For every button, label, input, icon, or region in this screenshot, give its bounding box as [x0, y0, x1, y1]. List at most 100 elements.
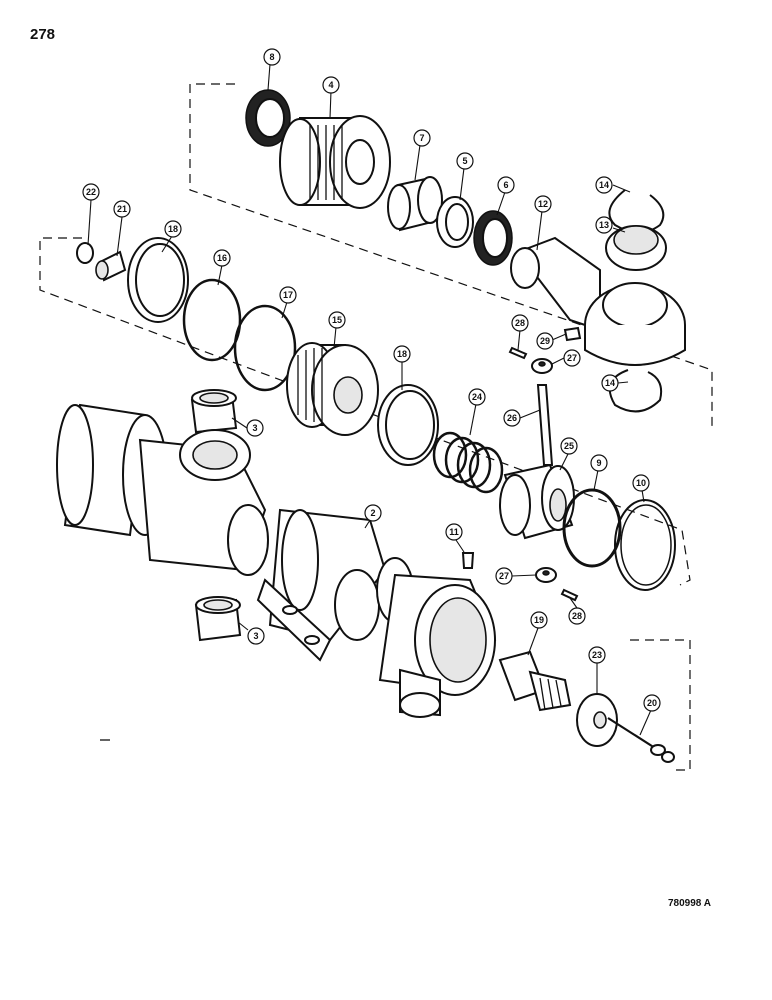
callout-28-lower: 28 [568, 607, 586, 625]
svg-text:24: 24 [472, 392, 482, 402]
wiper-part-6 [473, 210, 513, 266]
bushing-part-3-bottom [194, 596, 242, 642]
pin-part-28-top [508, 346, 528, 360]
screw-part-29 [563, 326, 582, 342]
callout-11: 11 [445, 523, 463, 541]
callout-16: 16 [213, 249, 231, 267]
piston-part-15 [286, 342, 379, 436]
svg-text:4: 4 [328, 80, 333, 90]
callout-26: 26 [503, 409, 521, 427]
callout-28-top: 28 [511, 314, 529, 332]
o-ring-part-22 [76, 242, 94, 264]
spring-part-24 [432, 431, 504, 494]
svg-text:14: 14 [599, 180, 609, 190]
callout-22: 22 [82, 183, 100, 201]
lower-group-boundary [630, 639, 691, 771]
svg-text:14: 14 [605, 378, 615, 388]
callout-20: 20 [643, 694, 661, 712]
ring-part-18-left [127, 237, 189, 323]
svg-text:8: 8 [269, 52, 274, 62]
svg-text:12: 12 [538, 199, 548, 209]
washer-part-23 [576, 693, 618, 747]
fitting-part-21 [95, 250, 127, 282]
collar-part-25 [499, 463, 575, 540]
svg-text:23: 23 [592, 650, 602, 660]
bushing-part-7 [387, 176, 443, 232]
callout-8: 8 [263, 48, 281, 66]
svg-text:21: 21 [117, 204, 127, 214]
callout-3-bottom: 3 [247, 627, 265, 645]
svg-text:10: 10 [636, 478, 646, 488]
svg-text:3: 3 [252, 423, 257, 433]
ring-part-9 [562, 488, 622, 568]
svg-text:27: 27 [567, 353, 577, 363]
cylinder-barrel-part-2 [56, 403, 497, 718]
bearing-part-13 [605, 225, 667, 271]
callout-9: 9 [590, 454, 608, 472]
rod-end-part-12 [510, 236, 686, 366]
leader-lines [87, 63, 652, 736]
callout-27-top: 27 [563, 349, 581, 367]
ring-part-10 [614, 499, 676, 591]
svg-text:18: 18 [397, 349, 407, 359]
svg-text:9: 9 [596, 458, 601, 468]
upper-group-boundary [189, 83, 713, 430]
svg-text:11: 11 [449, 527, 459, 537]
callout-21: 21 [113, 200, 131, 218]
svg-text:16: 16 [217, 253, 227, 263]
rod-part-20 [607, 717, 675, 763]
svg-text:18: 18 [168, 224, 178, 234]
ring-part-18-right [377, 384, 439, 466]
callout-19: 19 [530, 611, 548, 629]
svg-text:15: 15 [332, 315, 342, 325]
callout-4: 4 [322, 76, 340, 94]
svg-text:25: 25 [564, 441, 574, 451]
svg-text:26: 26 [507, 413, 517, 423]
callout-29: 29 [536, 332, 554, 350]
svg-text:28: 28 [572, 611, 582, 621]
bushing-part-3-top [190, 389, 238, 434]
svg-text:5: 5 [462, 156, 467, 166]
callout-17: 17 [279, 286, 297, 304]
screw-part-11 [461, 552, 475, 569]
callout-14-lower: 14 [601, 374, 619, 392]
snap-ring-part-14-lower [608, 369, 663, 413]
callout-10: 10 [632, 474, 650, 492]
figure-code: 780998 A [668, 898, 711, 909]
ring-part-17 [233, 304, 297, 392]
pin-part-28-lower [560, 588, 579, 602]
callout-18-left: 18 [164, 220, 182, 238]
ring-part-5 [436, 196, 474, 248]
svg-text:28: 28 [515, 318, 525, 328]
callout-7: 7 [413, 129, 431, 147]
svg-text:20: 20 [647, 698, 657, 708]
callout-14-top: 14 [595, 176, 613, 194]
callout-24: 24 [468, 388, 486, 406]
seal-part-8 [245, 89, 291, 147]
page-number: 278 [30, 26, 56, 43]
pin-part-26 [536, 384, 554, 466]
callout-13: 13 [595, 216, 613, 234]
svg-text:7: 7 [419, 133, 424, 143]
callout-23: 23 [588, 646, 606, 664]
callout-2: 2 [364, 504, 382, 522]
callout-18-right: 18 [393, 345, 411, 363]
svg-text:3: 3 [253, 631, 258, 641]
fitting-part-19 [498, 650, 572, 712]
callout-3-top: 3 [246, 419, 264, 437]
nut-part-27-lower [535, 567, 557, 583]
callout-15: 15 [328, 311, 346, 329]
svg-text:27: 27 [499, 571, 509, 581]
svg-text:17: 17 [283, 290, 293, 300]
callout-12: 12 [534, 195, 552, 213]
nut-part-27-top [531, 358, 553, 374]
ring-part-16 [182, 278, 242, 362]
callout-27-lower: 27 [495, 567, 513, 585]
svg-text:2: 2 [370, 508, 375, 518]
callout-25: 25 [560, 437, 578, 455]
svg-text:19: 19 [534, 615, 544, 625]
svg-text:6: 6 [503, 180, 508, 190]
callout-6: 6 [497, 176, 515, 194]
gland-part-4 [279, 115, 391, 209]
